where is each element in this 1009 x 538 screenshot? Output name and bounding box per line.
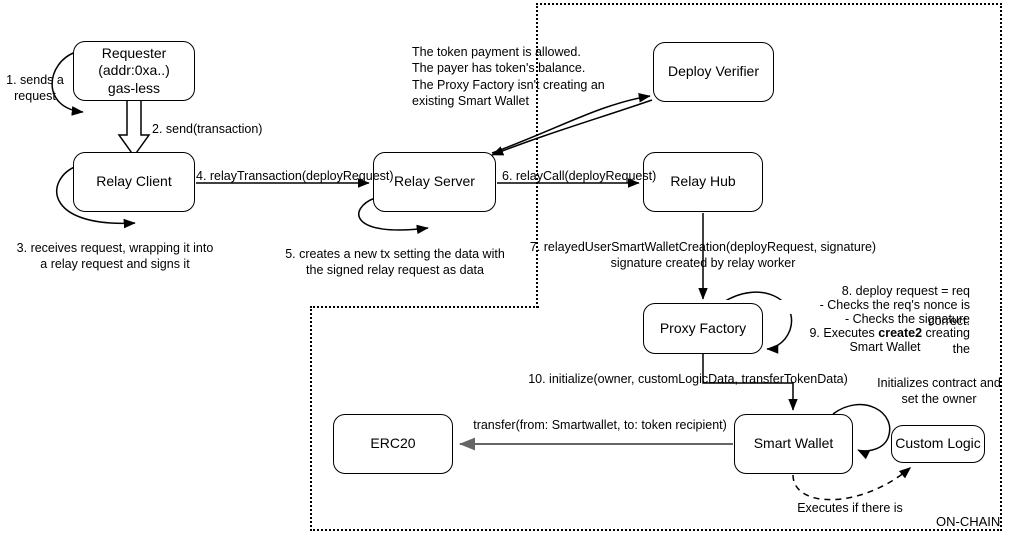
node-relay-hub-label: Relay Hub: [670, 173, 736, 190]
onchain-zone-label: ON-CHAIN: [936, 514, 1001, 529]
edge-label-step2: 2. send(transaction): [152, 122, 263, 136]
note-executes-if-there-is: Executes if there is: [797, 501, 903, 515]
edge-label-step8-line1: 8. deploy request = req: [841, 284, 970, 298]
node-relay-client[interactable]: Relay Client: [73, 152, 195, 212]
edge-label-step5: 5. creates a new tx setting the data wit…: [285, 247, 505, 278]
edge-label-step1: 1. sends a request: [6, 73, 64, 104]
edge-label-step6: 6. relayCall(deployRequest): [502, 169, 657, 183]
node-proxy-factory-label: Proxy Factory: [659, 319, 747, 336]
edge-label-step10: 10. initialize(owner, customLogicData, t…: [528, 372, 848, 386]
node-smart-wallet[interactable]: Smart Wallet: [734, 414, 853, 474]
node-relay-client-label: Relay Client: [96, 173, 172, 190]
edge-label-step9: 9. Executes create2 creating the: [790, 325, 970, 358]
edge-label-step8-line2: - Checks the req's nonce is correct.: [819, 298, 970, 329]
node-deploy-verifier[interactable]: Deploy Verifier: [653, 42, 774, 102]
step9-create2: create2: [878, 326, 923, 340]
node-custom-logic[interactable]: Custom Logic: [891, 425, 985, 463]
edge-label-transfer: transfer(from: Smartwallet, to: token re…: [473, 418, 727, 432]
node-erc20[interactable]: ERC20: [333, 414, 453, 474]
edge-label-step9-line2: Smart Wallet: [849, 340, 921, 354]
step9-suffix: creating the: [922, 326, 970, 357]
node-custom-logic-label: Custom Logic: [895, 435, 981, 452]
node-relay-hub[interactable]: Relay Hub: [643, 152, 763, 212]
note-custom-logic-init: Initializes contract and set the owner: [877, 376, 1001, 407]
note-verifier-conditions: The token payment is allowed. The payer …: [412, 45, 605, 108]
node-relay-server[interactable]: Relay Server: [373, 152, 496, 212]
edge-label-step3: 3. receives request, wrapping it into a …: [16, 241, 214, 272]
node-requester-label: Requester (addr:0xa..) gas-less: [98, 44, 170, 96]
node-relay-server-label: Relay Server: [394, 173, 475, 190]
edge-label-step7: 7. relayedUserSmartWalletCreation(deploy…: [529, 240, 877, 271]
node-requester[interactable]: Requester (addr:0xa..) gas-less: [73, 41, 195, 101]
step9-prefix: 9. Executes: [809, 326, 879, 340]
edge-label-step4: 4. relayTransaction(deployRequest): [196, 169, 394, 183]
edge-label-step8-line3: - Checks the signature: [844, 312, 970, 326]
node-smart-wallet-label: Smart Wallet: [753, 435, 834, 452]
node-deploy-verifier-label: Deploy Verifier: [667, 63, 760, 80]
node-proxy-factory[interactable]: Proxy Factory: [643, 303, 763, 354]
node-erc20-label: ERC20: [370, 435, 416, 452]
